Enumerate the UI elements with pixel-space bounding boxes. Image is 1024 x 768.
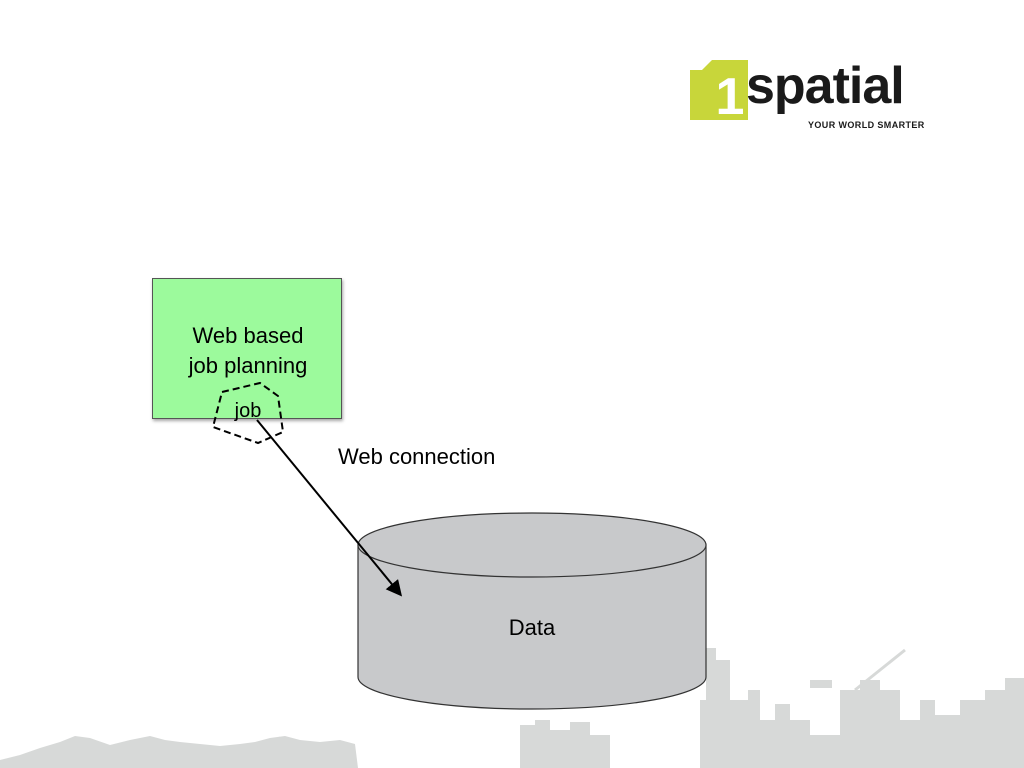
web-box-label: Web based job planning: [153, 321, 343, 381]
web-job-planning-box: Web based job planning: [152, 278, 342, 419]
logo-tagline: YOUR WORLD SMARTER: [808, 120, 925, 130]
logo-mark-text: 1: [716, 68, 745, 120]
job-label: job: [234, 400, 262, 422]
web-box-label-line1: Web based: [192, 323, 304, 348]
database-top: [357, 512, 707, 578]
job-dashed-hexagon: [211, 381, 285, 445]
logo-mark-icon: 1: [690, 60, 748, 120]
logo-wordmark: spatial: [746, 57, 905, 115]
web-connection-label: Web connection: [338, 444, 496, 469]
database-body: [357, 544, 707, 710]
database-cylinder: [357, 512, 707, 710]
web-box-label-line2: job planning: [188, 353, 308, 378]
1spatial-logo: 1 spatial YOUR WORLD SMARTER: [690, 57, 970, 133]
database-label: Data: [508, 615, 556, 640]
logo-mark-shape: [690, 60, 748, 120]
web-connection-arrow: [256, 419, 403, 597]
